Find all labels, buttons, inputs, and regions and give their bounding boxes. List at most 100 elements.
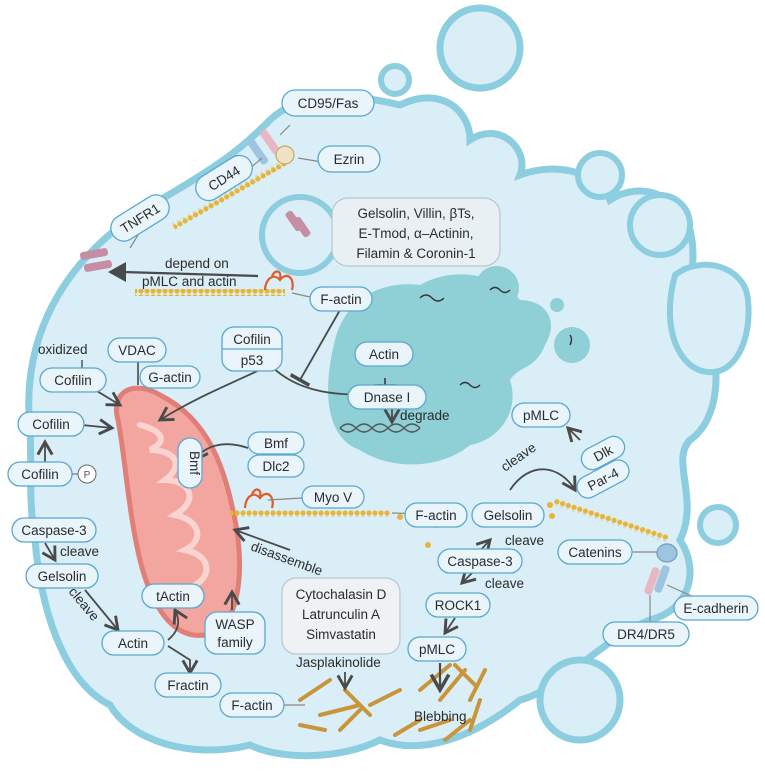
gelsolin-left-label: Gelsolin xyxy=(25,563,99,589)
svg-text:Dnase I: Dnase I xyxy=(364,390,411,405)
bleb-right-2 xyxy=(627,192,693,258)
svg-text:E-Tmod, α–Actinin,: E-Tmod, α–Actinin, xyxy=(358,226,473,241)
receptors xyxy=(79,129,678,595)
myov-label: Myo V xyxy=(301,485,365,509)
svg-text:Latrunculin A: Latrunculin A xyxy=(302,607,380,622)
svg-text:F-actin: F-actin xyxy=(415,508,456,523)
svg-text:Gelsolin: Gelsolin xyxy=(38,569,87,584)
svg-text:Gelsolin: Gelsolin xyxy=(484,508,533,523)
actin-filament-myov xyxy=(230,510,390,517)
svg-text:Cofilin: Cofilin xyxy=(233,332,271,347)
svg-text:Ezrin: Ezrin xyxy=(334,152,365,167)
arrows xyxy=(36,124,697,706)
jasplakinolide-label: Jasplakinolide xyxy=(296,655,381,670)
svg-text:F-actin: F-actin xyxy=(231,698,272,713)
actin-filament-par4 xyxy=(552,498,670,542)
wasp-label: WASP family xyxy=(204,611,266,655)
svg-text:Actin: Actin xyxy=(118,636,148,651)
nucleus-fragment-4 xyxy=(550,298,564,312)
svg-text:Fractin: Fractin xyxy=(167,678,208,693)
svg-text:F-actin: F-actin xyxy=(320,292,361,307)
dna-strand xyxy=(339,423,421,433)
drug-label: Cytochalasin D Latrunculin A Simvastatin xyxy=(281,577,401,655)
cd44-receptor xyxy=(247,139,269,165)
ecadherin-receptor xyxy=(654,565,670,593)
depend-label-1: depend on xyxy=(165,256,229,271)
svg-text:family: family xyxy=(217,635,253,650)
gelsolin-right-label: Gelsolin xyxy=(471,502,545,528)
svg-text:Simvastatin: Simvastatin xyxy=(306,627,376,642)
svg-text:Catenins: Catenins xyxy=(568,545,622,560)
bmf-mito-label: Bmf xyxy=(177,437,203,489)
arrow-cofilin-mito-2 xyxy=(81,418,115,436)
caspase3-left-label: Caspase-3 xyxy=(11,517,97,543)
dr-receptor xyxy=(644,567,660,595)
cleave-4-label: cleave xyxy=(505,533,544,548)
bleb-bottom-right xyxy=(536,656,624,744)
cleave-5-label: cleave xyxy=(485,576,524,591)
svg-text:Actin: Actin xyxy=(369,347,399,362)
svg-text:Gelsolin, Villin, βTs,: Gelsolin, Villin, βTs, xyxy=(357,206,474,221)
svg-text:Filamin & Coronin-1: Filamin & Coronin-1 xyxy=(356,246,475,261)
arrow-gelsolin-par4 xyxy=(509,468,577,493)
arrow-factin-nucleus xyxy=(289,309,341,387)
svg-text:Myo V: Myo V xyxy=(314,490,352,505)
abp-label: Gelsolin, Villin, βTs, E-Tmod, α–Actinin… xyxy=(331,197,501,267)
rock1-label: ROCK1 xyxy=(425,592,491,618)
arrow-disassemble xyxy=(232,526,291,551)
svg-text:DR4/DR5: DR4/DR5 xyxy=(617,627,675,642)
myosin-motifs xyxy=(243,270,294,509)
bleb-top-small xyxy=(378,63,412,97)
factin-mid-label: F-actin xyxy=(404,502,468,528)
arrow-actin-fractin xyxy=(167,645,199,676)
oxidized-label: oxidized xyxy=(38,342,88,357)
fractin-label: Fractin xyxy=(154,672,222,698)
cofilin-a-label: Cofilin xyxy=(39,367,107,393)
svg-text:E-cadherin: E-cadherin xyxy=(683,601,748,616)
bleb-right-small xyxy=(697,504,739,546)
svg-text:pMLC: pMLC xyxy=(523,408,559,423)
actin-nucleus-label: Actin xyxy=(354,341,414,367)
bleb-top xyxy=(436,4,524,92)
ezrin-blob xyxy=(275,145,295,165)
svg-text:CD95/Fas: CD95/Fas xyxy=(298,96,359,111)
svg-text:Caspase-3: Caspase-3 xyxy=(447,554,512,569)
arrowhead-depend xyxy=(108,262,126,282)
ezrin-label: Ezrin xyxy=(317,145,381,173)
caspase3-right-label: Caspase-3 xyxy=(437,548,523,574)
svg-text:Bmf: Bmf xyxy=(264,436,288,451)
arrow-actin-tactin xyxy=(167,607,188,641)
nucleus-fragment-3 xyxy=(554,327,590,363)
gactin-label: G-actin xyxy=(139,365,201,389)
actin-filaments xyxy=(135,158,670,742)
dnase-label: Dnase I xyxy=(347,384,427,410)
bleb-right-3 xyxy=(666,261,752,376)
catenins-label: Catenins xyxy=(557,539,633,565)
factin-top-label: F-actin xyxy=(309,286,373,312)
svg-text:P: P xyxy=(84,470,91,481)
arrow-caspase-gelsolin xyxy=(41,542,57,563)
svg-text:tActin: tActin xyxy=(156,589,190,604)
actin-filament-cd44 xyxy=(171,158,288,230)
cd95-label: CD95/Fas xyxy=(281,89,375,117)
svg-text:Cofilin: Cofilin xyxy=(54,373,92,388)
cofilin-c-label: Cofilin xyxy=(7,461,73,487)
svg-text:Cytochalasin D: Cytochalasin D xyxy=(296,587,387,602)
svg-text:pMLC: pMLC xyxy=(419,642,455,657)
tactin-label: tActin xyxy=(141,583,205,609)
cofilin-p53-label: Cofilin p53 xyxy=(221,326,283,372)
degrade-label: degrade xyxy=(400,408,450,423)
labels: CD95/Fas CD44 Ezrin TNFR1 Gelsolin, Vill… xyxy=(7,89,759,724)
pmlc-right-label: pMLC xyxy=(511,402,571,428)
arrow-rock1-pmlc xyxy=(443,617,459,636)
fragmented-actin xyxy=(298,663,487,742)
svg-text:G-actin: G-actin xyxy=(148,370,192,385)
svg-text:Caspase-3: Caspase-3 xyxy=(21,523,86,538)
myosin-depend xyxy=(263,270,294,291)
svg-text:p53: p53 xyxy=(241,353,264,368)
arrow-dlk-pmlc xyxy=(565,425,583,443)
vdac-label: VDAC xyxy=(107,337,167,363)
mito-cristae xyxy=(137,422,210,588)
